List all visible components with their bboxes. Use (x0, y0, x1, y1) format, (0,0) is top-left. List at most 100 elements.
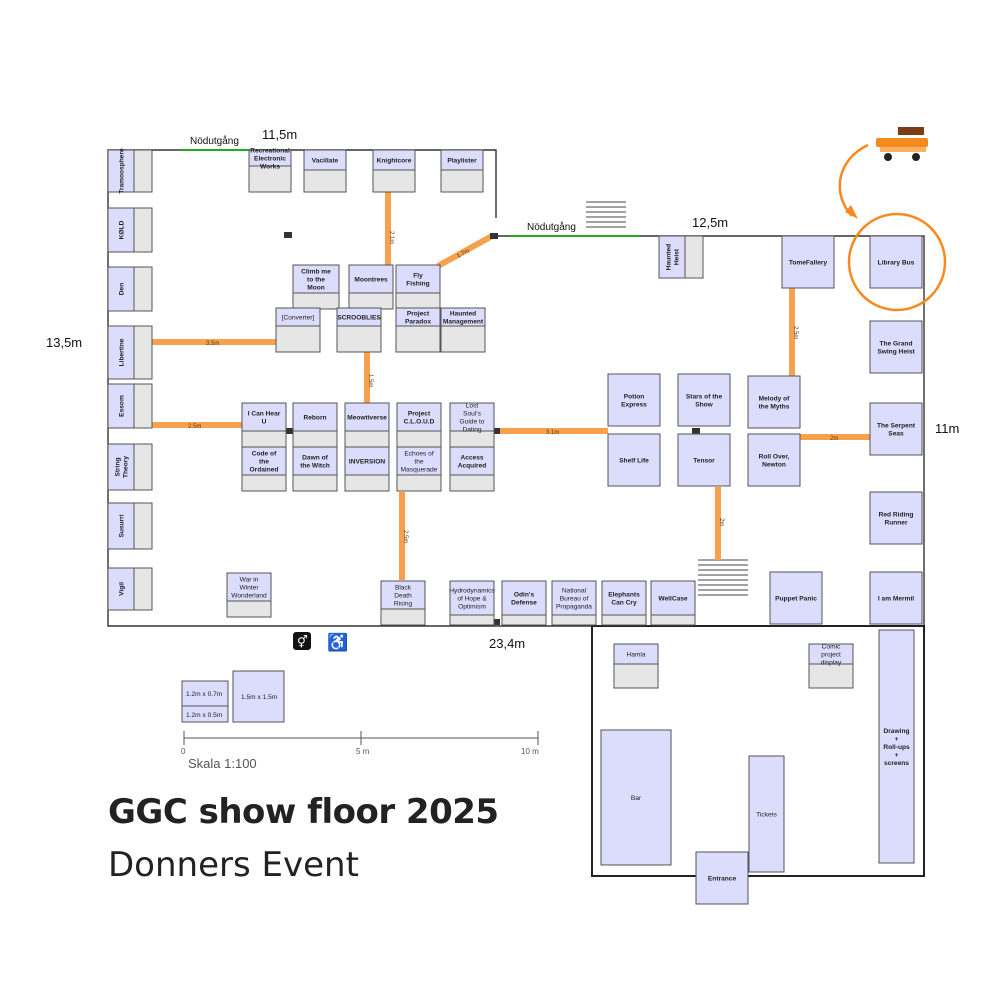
svg-text:1.7m: 1.7m (456, 248, 471, 260)
post-marker (692, 428, 700, 434)
booth-libertine[interactable]: Libertine (107, 325, 153, 380)
booth-label: I am Mermil (878, 596, 914, 603)
booth-base (336, 325, 382, 353)
scale-bar: 0 5 m 10 m (181, 731, 539, 756)
post-marker (490, 233, 498, 239)
booth-rollover[interactable]: Roll Over,Newton (747, 433, 801, 487)
booth-library-bus[interactable]: Library Bus (869, 235, 923, 289)
library-bus-icon (876, 127, 928, 161)
booth-tickets[interactable]: Tickets (748, 755, 785, 873)
booth-label: Library Bus (878, 260, 915, 267)
svg-text:1.5m: 1.5m (367, 374, 373, 387)
booth-meowtiverse[interactable]: Meowtiverse (344, 402, 390, 448)
page-title: GGC show floor 2025 (108, 792, 499, 832)
booth-vigil[interactable]: Vigil (107, 567, 153, 611)
booth-label: Reborn (303, 415, 326, 422)
booth-base (372, 169, 416, 193)
booth-surface (348, 264, 394, 294)
booth-moontrees[interactable]: Moontrees (348, 264, 394, 310)
booth-tomefallery[interactable]: TomeFallery (781, 235, 835, 289)
booth-den[interactable]: Den (107, 266, 153, 312)
booth-playlister[interactable]: Playlister (440, 149, 484, 193)
booth-surface (781, 235, 835, 289)
post-marker (284, 232, 292, 238)
booth-base (241, 430, 287, 448)
dimension-bottom: 23,4m (489, 636, 525, 651)
booth-base (303, 169, 347, 193)
booth-drawing[interactable]: Drawing+Roll-ups+screens (878, 629, 915, 864)
booth-mermil[interactable]: I am Mermil (869, 571, 923, 625)
booth-susurri[interactable]: Susurri (107, 502, 153, 550)
booth-surface (107, 443, 135, 491)
booth-trampolin[interactable]: Tramoosphere (107, 148, 153, 194)
booth-shelf[interactable]: Shelf Life (607, 433, 661, 487)
booth-essom[interactable]: Essom (107, 383, 153, 429)
booth-bar[interactable]: Bar (600, 729, 672, 866)
booth-label: Playlister (447, 158, 477, 165)
booth-haunted-heist[interactable]: HauntedHeist (658, 235, 704, 279)
booth-base (440, 169, 484, 193)
booth-base (650, 614, 696, 626)
booth-scrooblies[interactable]: SCROOBLIES (336, 307, 382, 353)
booth-string-theory[interactable]: StringTheory (107, 443, 153, 491)
booth-surface (449, 402, 495, 432)
booth-surface (292, 264, 340, 294)
booth-surface (107, 567, 135, 611)
booth-reborn[interactable]: Reborn (292, 402, 338, 448)
booth-surface (677, 373, 731, 427)
booth-base (348, 292, 394, 310)
booth-vacillate[interactable]: Vacillate (303, 149, 347, 193)
booth-puppet[interactable]: Puppet Panic (769, 571, 823, 625)
size-legend: 1.2m x 0.7m 1.2m x 0.5m 1.5m x 1.5m (181, 670, 285, 723)
booth-inversion[interactable]: INVERSION (344, 446, 390, 492)
booth-base (501, 614, 547, 626)
booth-converter[interactable]: [Converter] (275, 307, 321, 353)
booth-kbld[interactable]: KØLD (107, 207, 153, 253)
booth-hamla[interactable]: Hamla (613, 643, 659, 689)
booth-wellcase[interactable]: WellCase (650, 580, 696, 626)
main-hall-wall (107, 149, 592, 627)
booth-base (440, 325, 486, 353)
booth-base (395, 292, 441, 310)
lobby-room (591, 625, 925, 877)
booth-label: Susurri (119, 514, 126, 537)
booth-entrance[interactable]: Entrance (695, 851, 749, 905)
booth-tensor[interactable]: Tensor (677, 433, 731, 487)
booth-knightcore[interactable]: Knightcore (372, 149, 416, 193)
legend-small-a-label: 1.2m x 0.7m (186, 691, 223, 698)
stairs-top (586, 201, 626, 228)
booth-base (449, 474, 495, 492)
